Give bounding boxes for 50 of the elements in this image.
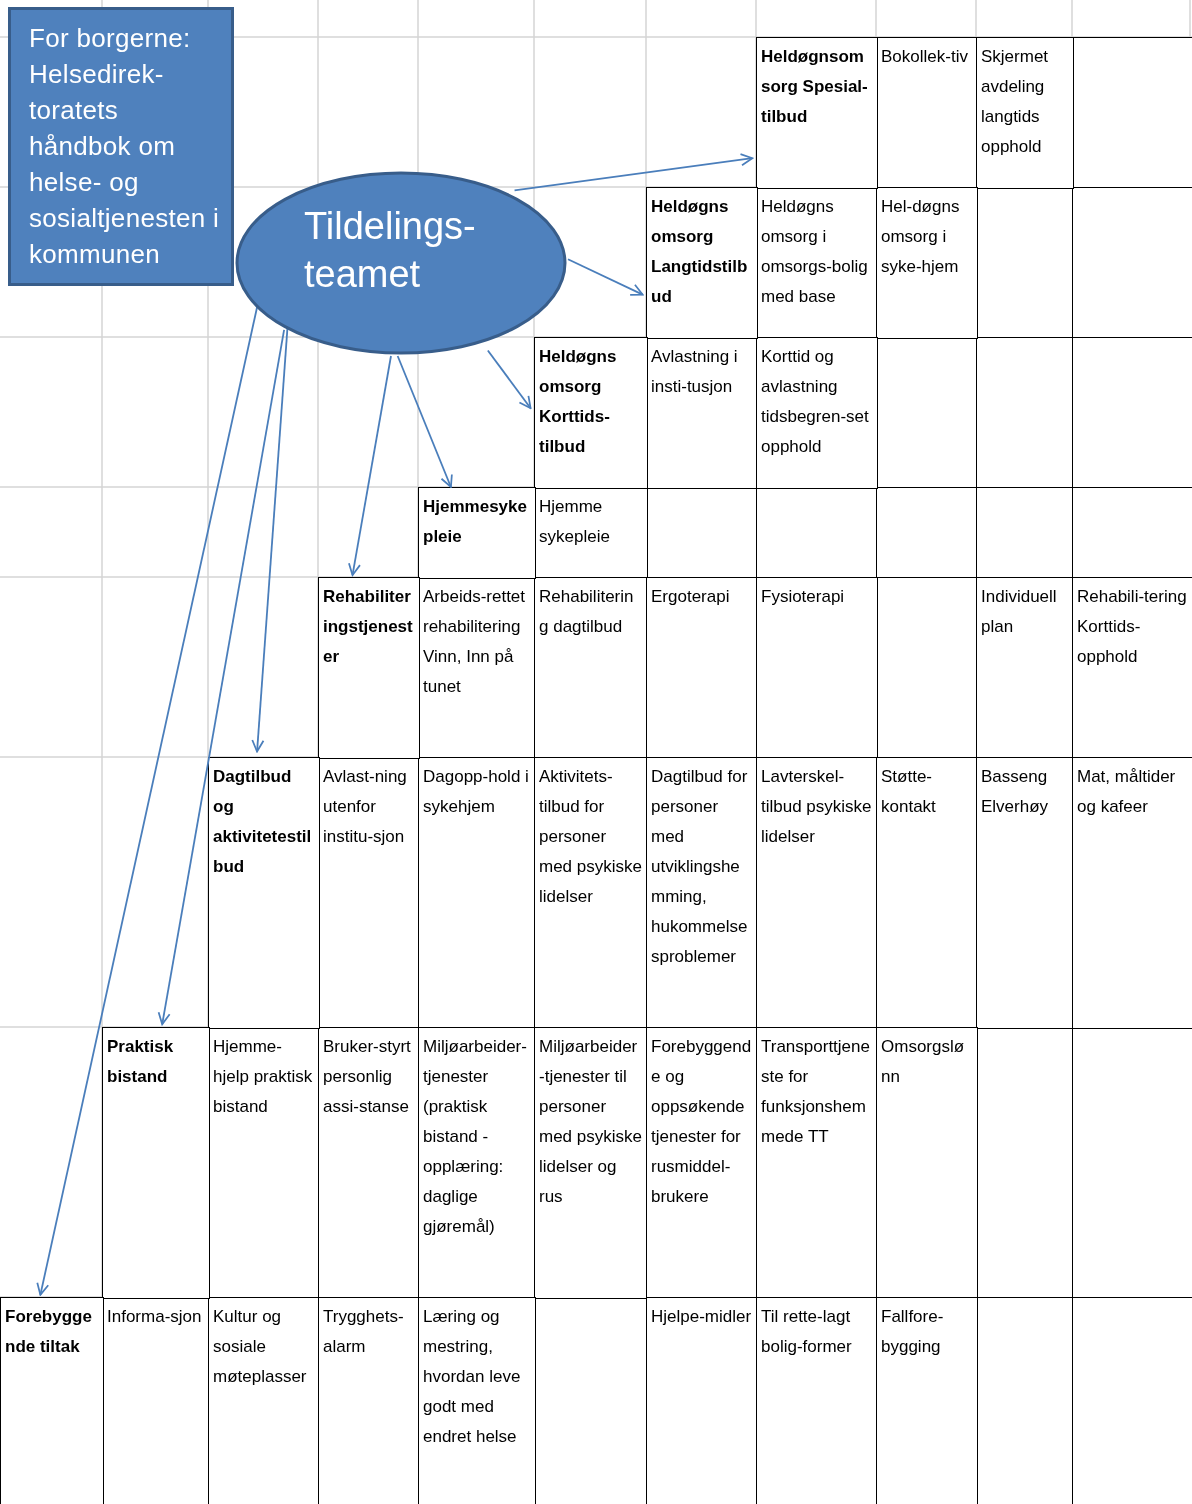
category-header: Forebyggende tiltak [0,1297,104,1504]
arrow [513,153,754,192]
table-cell-text: Støtte-kontakt [876,757,978,1029]
table-cell-text: Hjelpe-midler [646,1297,758,1504]
table-cell-text: Dagopp-hold i sykehjem [418,757,536,1029]
arrow [567,258,644,296]
table-cell-text: Miljøarbeider-tjenester til personer med psykiske lidelser og rus [534,1027,648,1299]
arrow [486,349,532,410]
arrow [251,327,289,753]
table-cell-text: Hel-døgns omsorg i syke-hjem [876,187,978,339]
category-header: Rehabiliteringstjenester [318,577,420,759]
table-cell-text: Fallfore-bygging [876,1297,978,1504]
table-cell-text: Fysioterapi [756,577,878,759]
table-cell-text: Ergoterapi [646,577,758,759]
table-cell-text: Til rette-lagt bolig-former [756,1297,878,1504]
table-cell-text: Avlastning i insti-tusjon [646,337,758,489]
table-cell-text: Rehabilitering dagtilbud [534,577,648,759]
category-header: Heldøgnsomsorg Spesial-tilbud [756,37,878,189]
category-header: Heldøgns omsorg Langtidstilbud [646,187,758,339]
table-cell-text: Kultur og sosiale møteplasser [208,1297,320,1504]
table-cell-text: Rehabili-tering Korttids-opphold [1072,577,1192,759]
table-cell-text: Individuell plan [976,577,1074,759]
table-cell-text: Heldøgns omsorg i omsorgs-bolig med base [756,187,878,339]
table-cell-text: Omsorgslønn [876,1027,978,1299]
table-cell-text: Dagtilbud for personer med utviklingshemming, hukommelsesproblemer [646,757,758,1029]
table-cell-text: Bruker-styrt personlig assi-stanse [318,1027,420,1299]
table-cell-text: Arbeids-rettet rehabilitering Vinn, Inn på tunet [418,577,536,759]
arrow [348,355,392,577]
table-cell-text: Hjemme sykepleie [534,487,648,579]
table-cell-text: Bokollek-tiv [876,37,978,189]
table-cell-text: Avlast-ning utenfor institu-sjon [318,757,420,1029]
table-cell-text: Forebyggende og oppsøkende tjenester for rusmiddel-brukere [646,1027,758,1299]
table-cell-text: Trygghets-alarm [318,1297,420,1504]
table-cell-text: Transporttjeneste for funksjonshemmede TT [756,1027,878,1299]
table-cell-text: Lavterskel-tilbud psykiske lidelser [756,757,878,1029]
table-cell-text: Aktivitets-tilbud for personer med psykiske lidelser [534,757,648,1029]
table-cell-text: Korttid og avlastning tidsbegren-set opphold [756,337,878,489]
arrow [396,355,453,488]
category-header: Hjemmesykepleie [418,487,536,579]
arrow [157,329,285,1026]
table-cell-text: Miljøarbeider-tjenester (praktisk bistand - opplæring: daglige gjøremål) [418,1027,536,1299]
table-cell-text: Mat, måltider og kafeer [1072,757,1192,1029]
category-header: Heldøgns omsorg Korttids-tilbud [534,337,648,489]
category-header: Praktisk bistand [102,1027,210,1299]
table-cell-text: Basseng Elverhøy [976,757,1074,1029]
category-header: Dagtilbud og aktivitetestilbud [208,757,320,1029]
table-cell-text: Skjermet avdeling langtids opphold [976,37,1074,189]
title-box: For borgerne: Helsedirek-toratets håndbok om helse- og sosialtjenesten i kommunen [8,7,234,286]
table-cell-text: Læring og mestring, hvordan leve godt med endret helse [418,1297,536,1504]
table-cell-text: Hjemme-hjelp praktisk bistand [208,1027,320,1299]
